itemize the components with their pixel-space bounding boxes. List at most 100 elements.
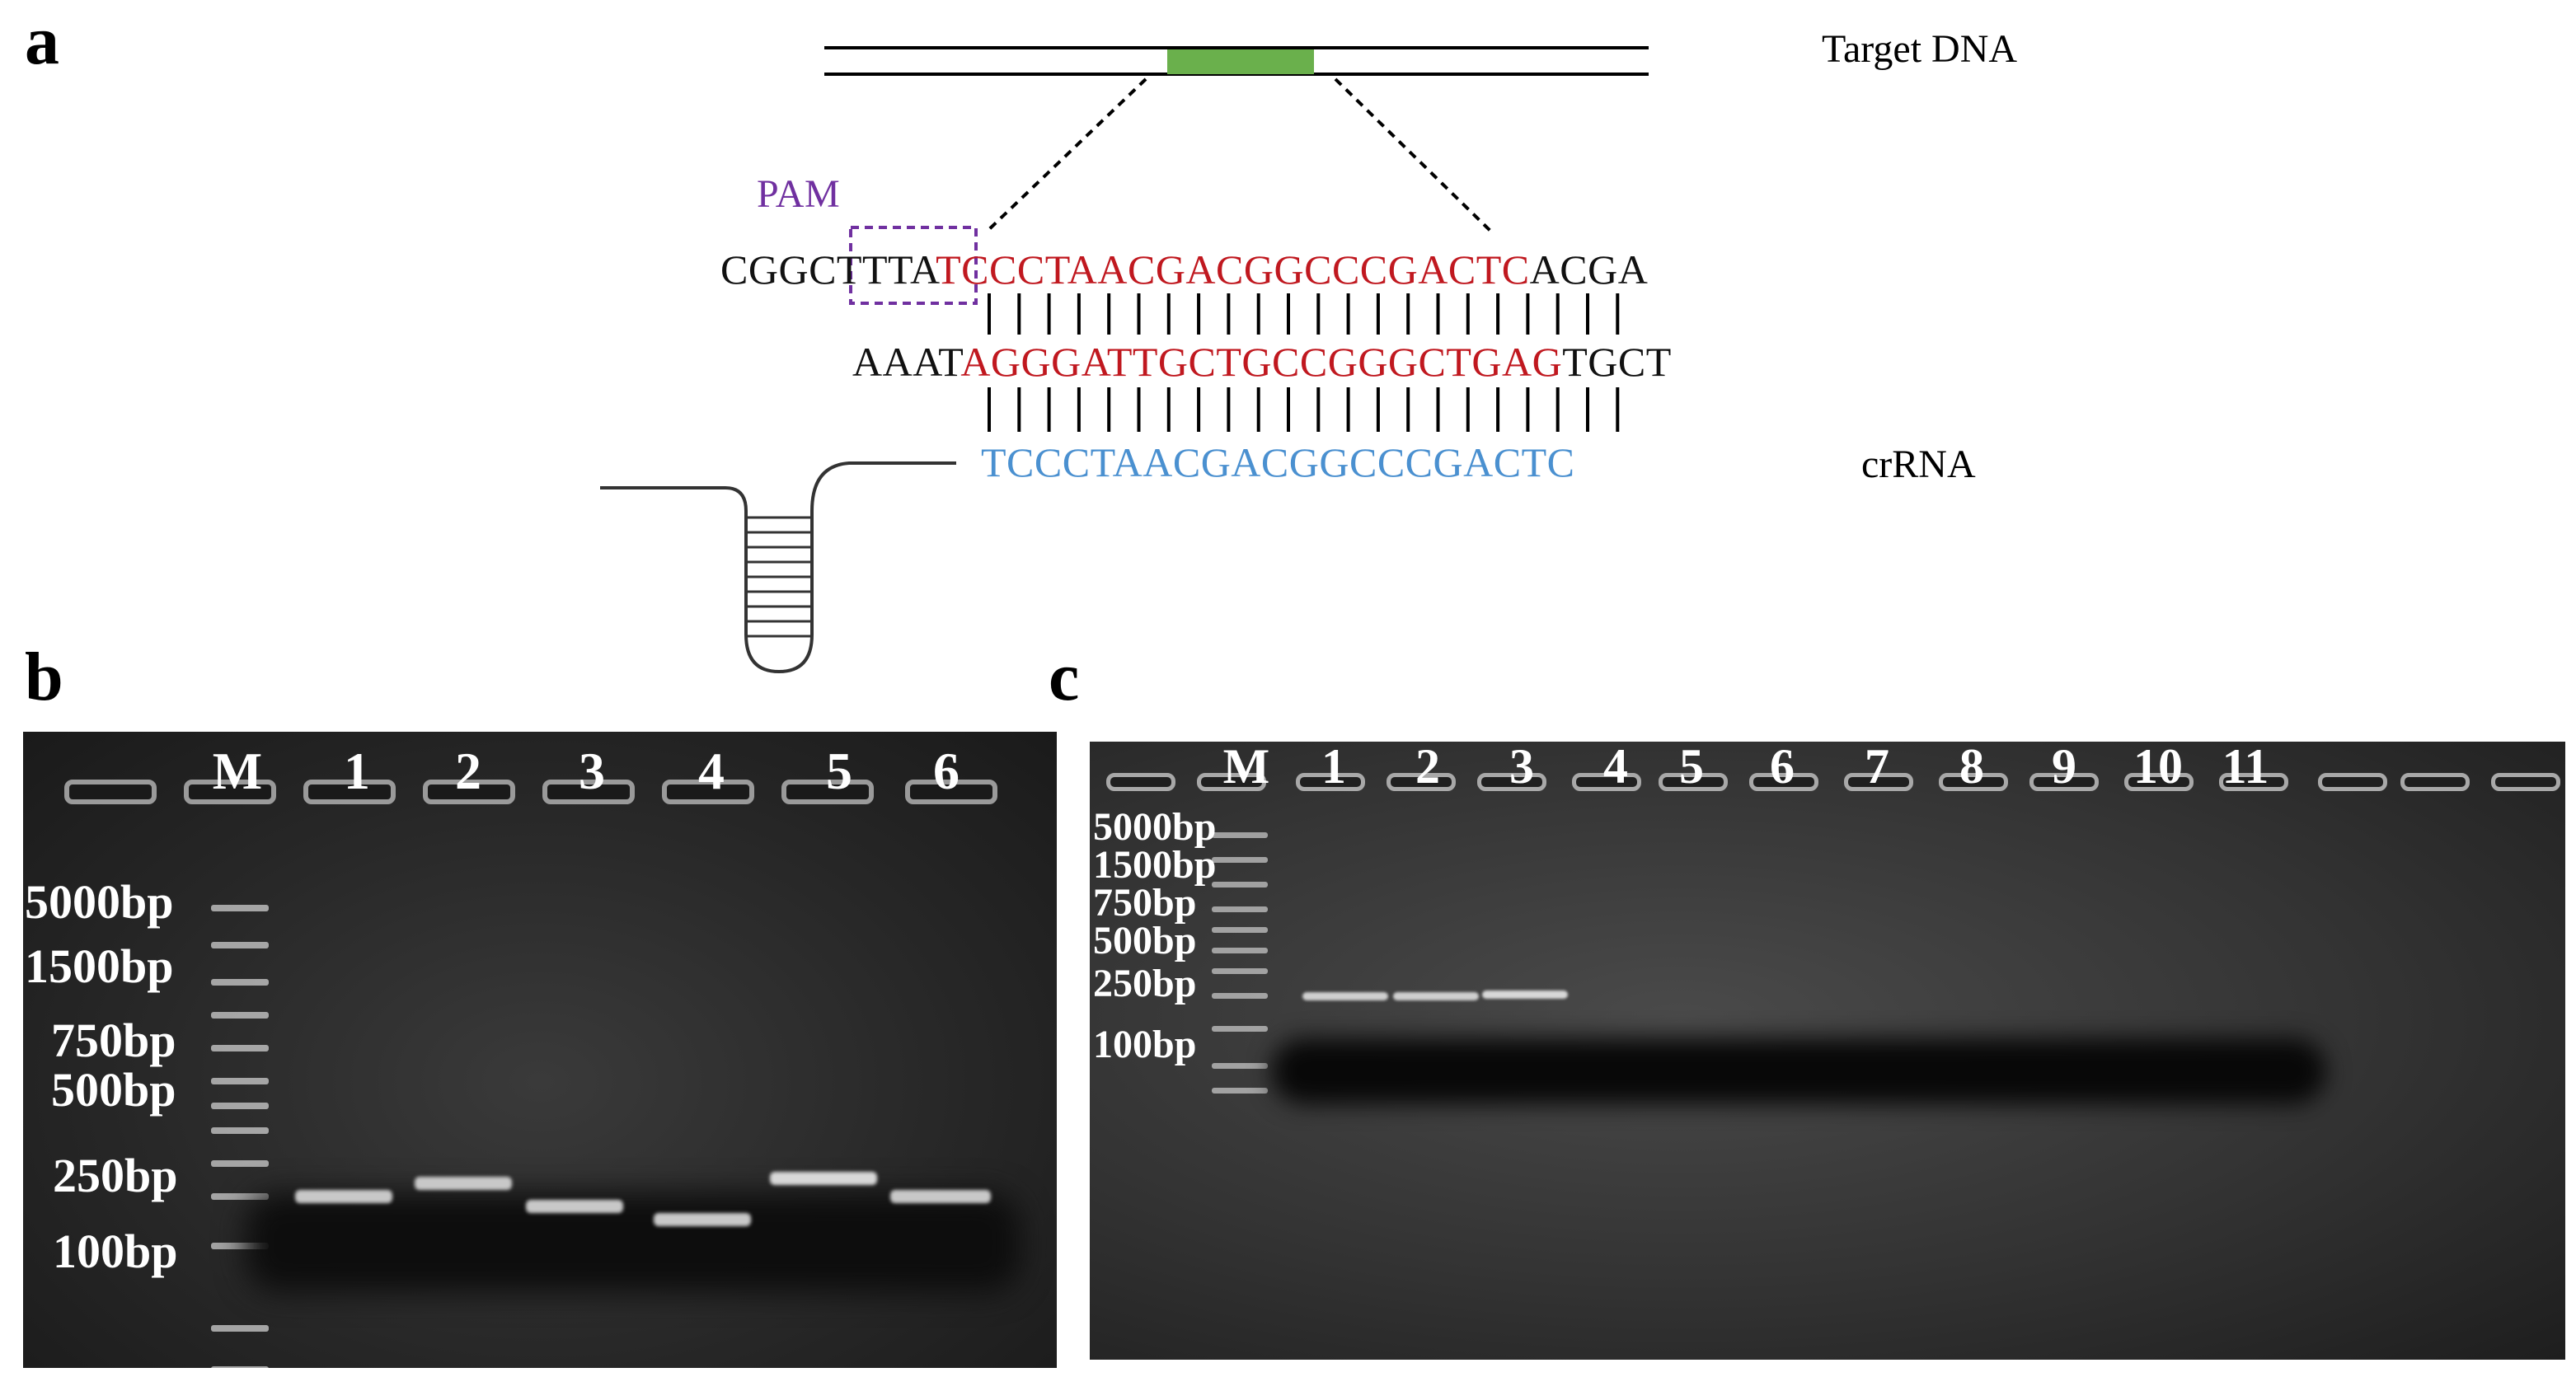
gel-c-well xyxy=(2318,773,2387,791)
gel-c-ladder-band xyxy=(1212,1026,1268,1032)
gel-c-well xyxy=(1749,773,1818,791)
gel-b-lane4-band xyxy=(654,1213,751,1226)
gel-c-well xyxy=(1844,773,1913,791)
bottom-strand-right: TGCT xyxy=(1562,339,1672,385)
bottom-strand-target: AGGGATTGCTGCCGGGCTGAG xyxy=(960,339,1563,385)
gel-c-size-label: 750bp xyxy=(1093,881,1197,925)
gel-c-lane-label: 10 xyxy=(2133,742,2183,794)
target-region-highlight xyxy=(1167,49,1314,74)
gel-b-well xyxy=(423,780,515,804)
gel-b-lane5-band xyxy=(770,1172,877,1185)
gel-c-well xyxy=(2491,773,2560,791)
gel-c-well xyxy=(1197,773,1266,791)
gel-c-well xyxy=(1387,773,1456,791)
gel-b-ladder-band xyxy=(211,942,269,948)
gel-b-ladder-band xyxy=(211,1127,269,1134)
gel-c-ladder-band xyxy=(1212,1088,1268,1094)
panel-a-letter: a xyxy=(25,2,59,79)
gel-c-lane3-band xyxy=(1482,991,1568,999)
gel-b-lane-label: 5 xyxy=(826,742,852,800)
gel-b-well xyxy=(781,780,874,804)
gel-c-lane2-band xyxy=(1393,992,1479,1000)
gel-b-lane2-band xyxy=(415,1177,512,1190)
gel-c-well xyxy=(1659,773,1728,791)
gel-c-size-label: 100bp xyxy=(1093,1023,1197,1066)
gel-c-lane-label: 7 xyxy=(1865,742,1889,794)
top-strand-left: CGGC xyxy=(720,246,837,293)
gel-c-smear xyxy=(1271,1038,2326,1104)
gel-c-ladder-band xyxy=(1212,857,1268,863)
gel-b-lane-label: 1 xyxy=(344,742,370,800)
gel-b-lane-label: 4 xyxy=(698,742,725,800)
gel-c-lane-label: 11 xyxy=(2222,742,2269,794)
gel-b-size-label: 1500bp xyxy=(25,939,174,993)
target-dna-label: Target DNA xyxy=(1822,27,2018,71)
gel-b-ladder-band xyxy=(211,979,269,986)
crrna-sequence: TCCCTAACGACGGCCCGACTC xyxy=(981,439,1575,485)
gel-c-lane-label: 6 xyxy=(1770,742,1795,794)
gel-c-ladder-band xyxy=(1212,968,1268,974)
gel-c-lane-label: 4 xyxy=(1603,742,1628,794)
gel-b-ladder-band xyxy=(211,1160,269,1167)
gel-c-ladder-band xyxy=(1212,906,1268,912)
gel-b-lane-label: M xyxy=(212,742,263,800)
gel-b-ladder-band xyxy=(211,1103,269,1109)
gel-c-well xyxy=(1572,773,1641,791)
gel-b-well xyxy=(662,780,754,804)
zoom-line-left xyxy=(984,77,1147,234)
gel-b-lane-label: 2 xyxy=(455,742,481,800)
gel-c-well xyxy=(2124,773,2194,791)
gel-b-well xyxy=(303,780,396,804)
base-pair-ticks-bottom xyxy=(988,387,1620,432)
gel-c-ladder-band xyxy=(1212,832,1268,838)
gel-b-ladder-band xyxy=(211,1193,269,1200)
gel-b-well xyxy=(905,780,997,804)
crrna-hairpin xyxy=(600,461,956,674)
gel-b-smear xyxy=(246,1193,1021,1292)
top-strand-pam: TTTA xyxy=(836,246,936,293)
gel-c-size-label: 500bp xyxy=(1093,919,1197,962)
gel-c-well xyxy=(1106,773,1175,791)
gel-b-ladder-band xyxy=(211,1325,269,1332)
gel-c-lane-label: 1 xyxy=(1321,742,1346,794)
gel-b-well xyxy=(184,780,276,804)
bottom-strand: AAATAGGGATTGCTGCCGGGCTGAGTGCT xyxy=(852,341,1672,382)
gel-b-size-label: 250bp xyxy=(53,1149,178,1202)
gel-b-ladder-band xyxy=(211,1045,269,1051)
gel-b-well xyxy=(64,780,157,804)
gel-c-ladder-band xyxy=(1212,927,1268,933)
pam-label: PAM xyxy=(757,172,841,216)
gel-b-ladder-band xyxy=(211,1012,269,1019)
panel-b-letter: b xyxy=(25,639,63,715)
hairpin-rungs xyxy=(748,516,810,638)
gel-b-size-label: 500bp xyxy=(51,1063,176,1117)
gel-c-lane-label: 2 xyxy=(1415,742,1440,794)
gel-b-ladder-band xyxy=(211,905,269,911)
panel-a-diagram xyxy=(600,46,1649,674)
gel-b-ladder-band xyxy=(211,1243,269,1249)
gel-c-lane-label: 5 xyxy=(1679,742,1704,794)
top-strand: CGGCTTTATCCCTAACGACGGCCCGACTCACGA xyxy=(720,249,1648,290)
crrna-label: crRNA xyxy=(1861,443,1976,486)
gel-b-size-label: 750bp xyxy=(51,1014,176,1067)
gel-c-well xyxy=(1296,773,1365,791)
gel-b-lane-label: 6 xyxy=(933,742,960,800)
gel-c-lane-label: 9 xyxy=(2052,742,2076,794)
gel-c-well xyxy=(1939,773,2008,791)
gel-c-well xyxy=(2400,773,2470,791)
top-strand-right: ACGA xyxy=(1529,246,1649,293)
gel-c-lane-label: 3 xyxy=(1509,742,1534,794)
gel-b-ladder-band xyxy=(211,1366,269,1368)
gel-c-size-label: 250bp xyxy=(1093,962,1197,1005)
gel-b-ladder-band xyxy=(211,1078,269,1084)
gel-c-size-label: 1500bp xyxy=(1093,843,1217,887)
gel-c-size-label: 5000bp xyxy=(1093,805,1217,849)
zoom-line-right xyxy=(1334,77,1494,234)
gel-c-ladder-band xyxy=(1212,993,1268,999)
gel-b-lane1-band xyxy=(295,1190,392,1203)
gel-c-ladder-band xyxy=(1212,1063,1268,1069)
gel-b-size-label: 5000bp xyxy=(25,875,174,929)
gel-c-ladder-band xyxy=(1212,948,1268,953)
gel-b-lane6-band xyxy=(890,1190,991,1203)
